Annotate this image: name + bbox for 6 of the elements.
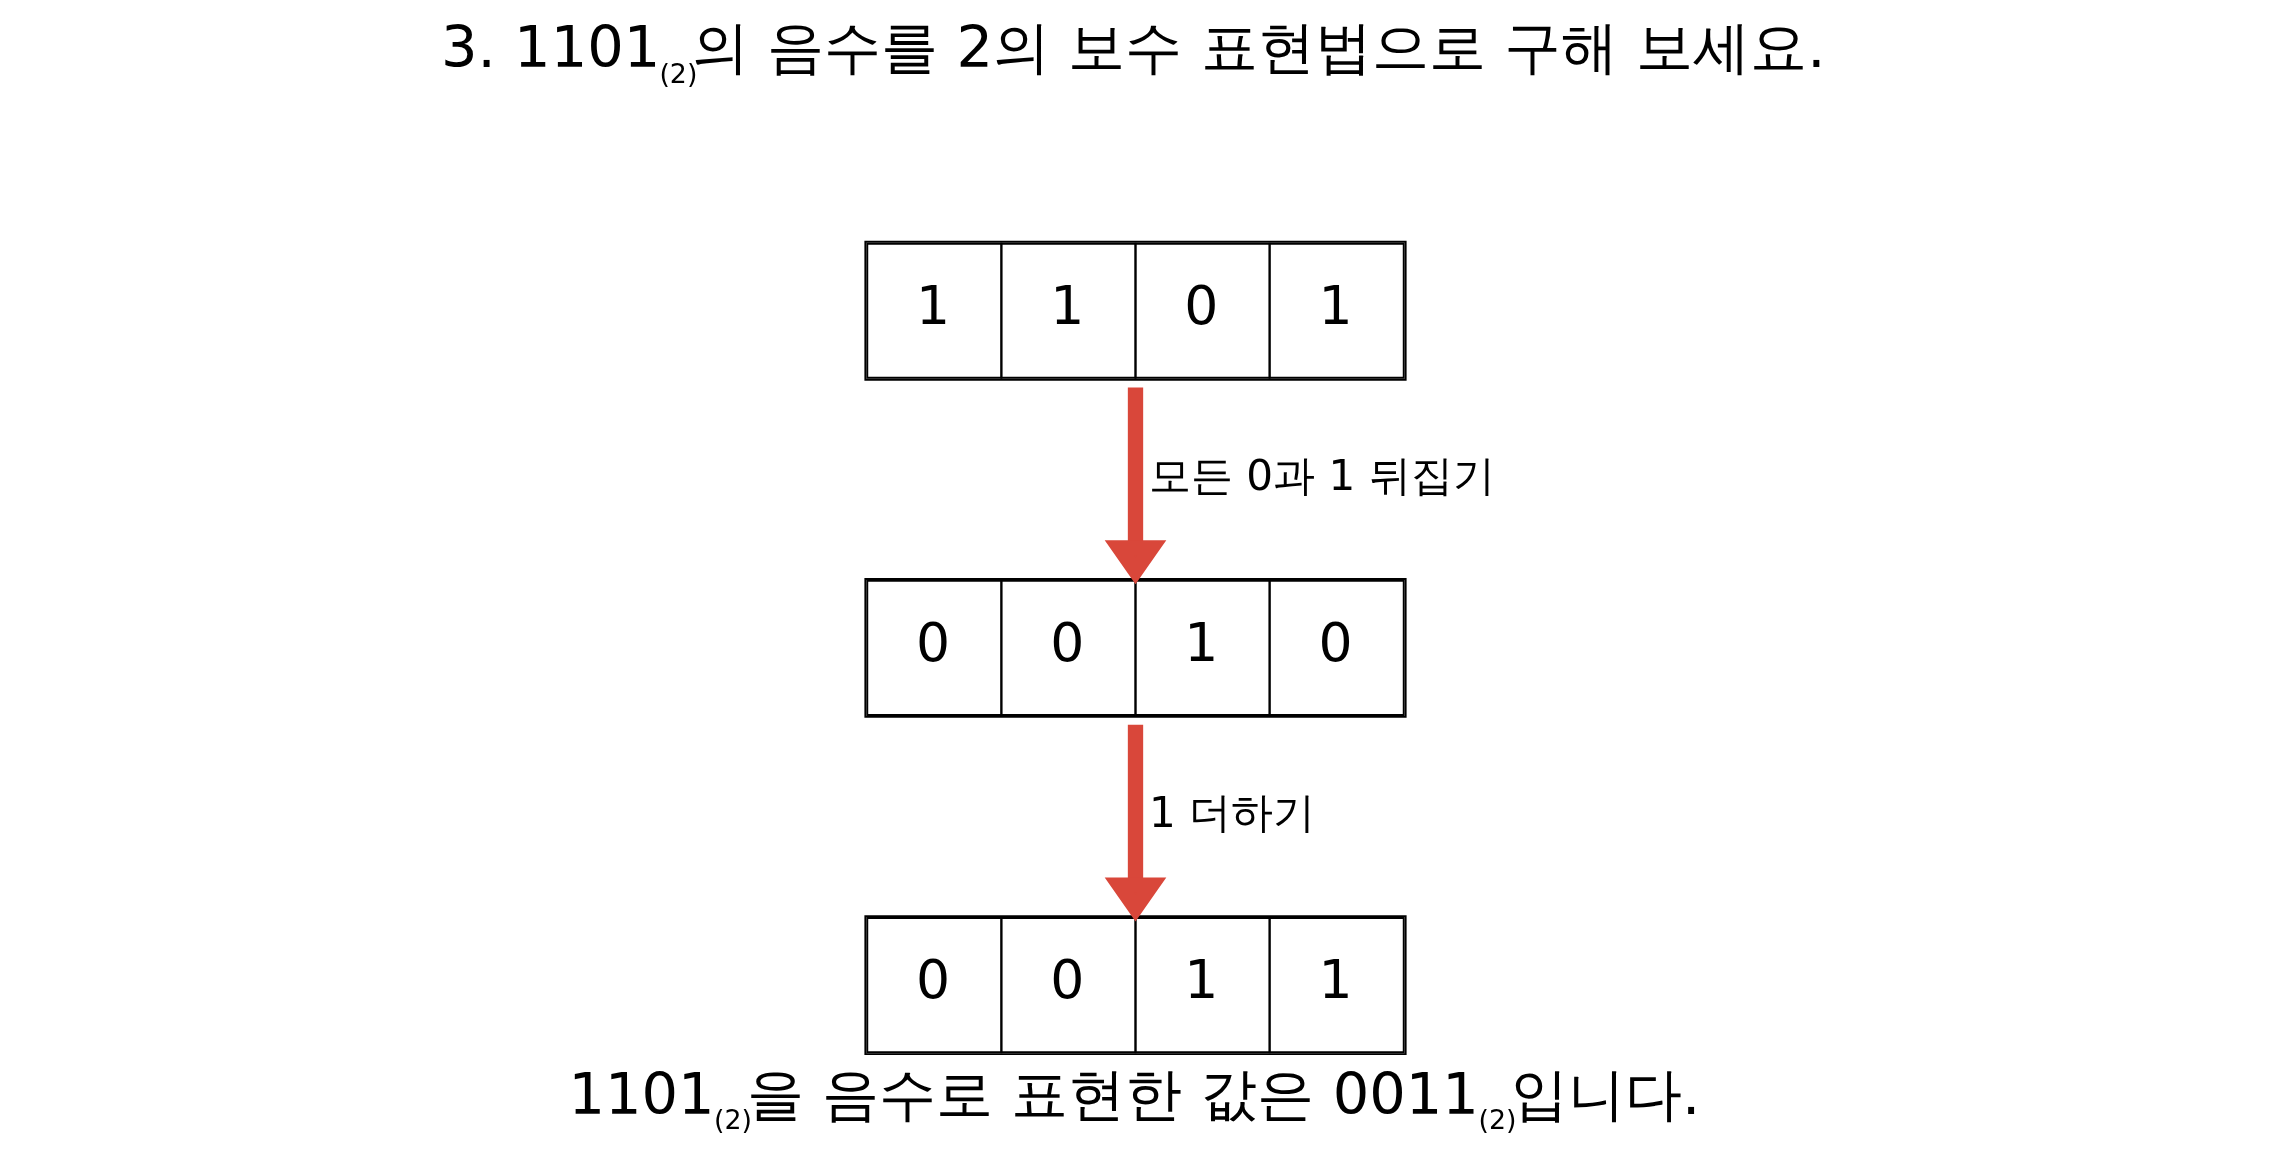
edge-label: 1 더하기 <box>1148 788 1315 838</box>
edge-label: 모든 0과 1 뒤집기 <box>1148 451 1495 501</box>
caption: 1101$_{(2)}$을 음수로 표현한 값은 0011$_{(2)}$입니다. <box>567 1060 1700 1135</box>
arrow <box>1104 724 1166 922</box>
arrow <box>1104 387 1166 585</box>
diagram-title: 3. 1101$_{(2)}$의 음수를 2의 보수 표현법으로 구해 보세요. <box>440 14 1825 89</box>
